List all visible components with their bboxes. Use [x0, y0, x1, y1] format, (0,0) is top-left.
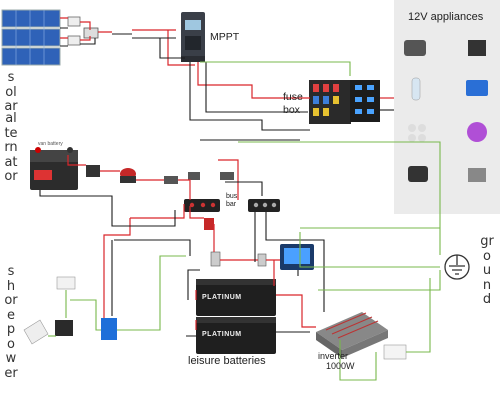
battery-monitor — [210, 244, 314, 270]
bus-bars — [184, 199, 280, 230]
inverter-label: inverter — [318, 351, 349, 361]
battery-2-brand: PLATINUM — [202, 331, 242, 338]
battery-1-brand: PLATINUM — [202, 294, 242, 301]
appliance-icons — [404, 40, 488, 182]
van-battery — [30, 147, 78, 190]
positive-wires — [60, 17, 394, 330]
bus-bar-label: bus bar — [226, 193, 238, 208]
shore-power-devices — [23, 276, 407, 360]
inverter-rating: 1000W — [326, 361, 355, 371]
negative-wires — [39, 27, 394, 337]
fuse-box-label: fuse box — [283, 91, 303, 116]
section-label-solar: solar — [4, 70, 18, 114]
solar-junction-boxes — [67, 16, 99, 46]
alternator-devices — [86, 165, 234, 184]
solar-panels — [1, 9, 61, 66]
section-label-alternator: alternator — [4, 111, 18, 184]
mppt-controller — [181, 12, 205, 62]
ground-wires — [48, 61, 441, 381]
section-label-shore-power: shore power — [4, 264, 18, 381]
appliances-title: 12V appliances — [408, 11, 484, 23]
ground-symbol-icon — [444, 254, 470, 280]
inverter-unit — [316, 312, 388, 358]
leisure-battery-2 — [196, 317, 276, 354]
leisure-batteries-label: leisure batteries — [188, 355, 266, 367]
section-label-ground: ground — [480, 234, 494, 307]
leisure-battery-1 — [196, 279, 276, 316]
mppt-label: MPPT — [210, 31, 240, 43]
fuse-box — [309, 80, 351, 124]
van-battery-label: van battery — [38, 141, 63, 147]
switch-panel — [350, 80, 380, 122]
